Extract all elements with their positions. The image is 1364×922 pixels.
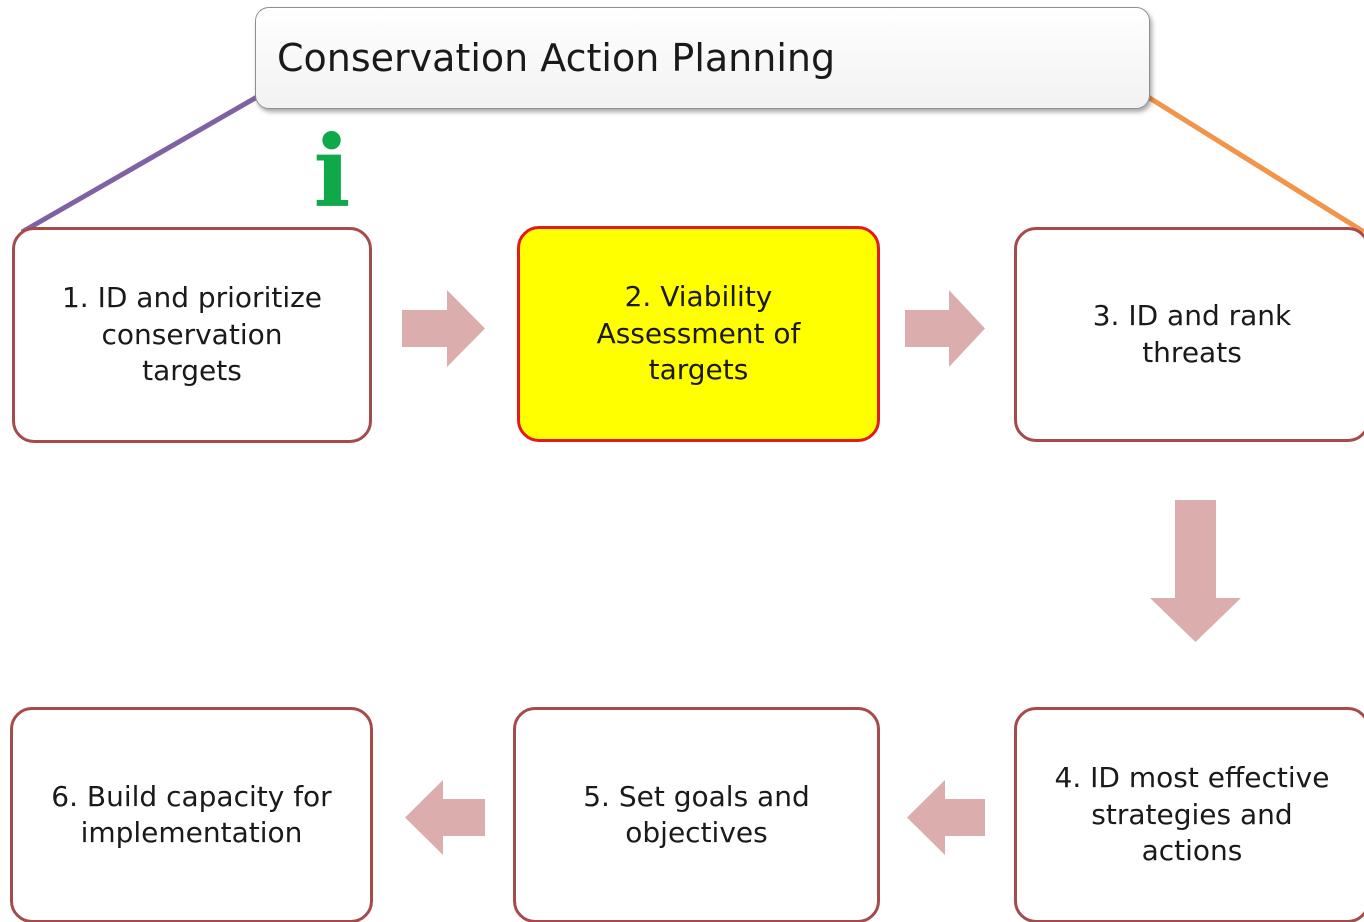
info-icon: i — [313, 115, 351, 230]
step-5-box: 5. Set goals and objectives — [513, 707, 880, 922]
step-3-box: 3. ID and rank threats — [1014, 227, 1364, 442]
arrow-down-icon — [1150, 500, 1241, 642]
step-1-box: 1. ID and prioritize conservation target… — [12, 227, 372, 443]
arrow-right-icon — [905, 290, 985, 367]
step-4-box: 4. ID most effective strategies and acti… — [1014, 707, 1364, 922]
arrow-left-icon — [907, 780, 985, 855]
arrow-right-icon — [402, 290, 485, 367]
diagram-title: Conservation Action Planning — [277, 36, 836, 80]
arrow-left-icon — [405, 780, 485, 855]
left-connector-line — [20, 94, 259, 235]
step-2-box: 2. Viability Assessment of targets — [517, 226, 880, 442]
right-connector-line — [1146, 94, 1364, 235]
title-box: Conservation Action Planning — [255, 7, 1150, 109]
step-6-box: 6. Build capacity for implementation — [10, 707, 373, 922]
